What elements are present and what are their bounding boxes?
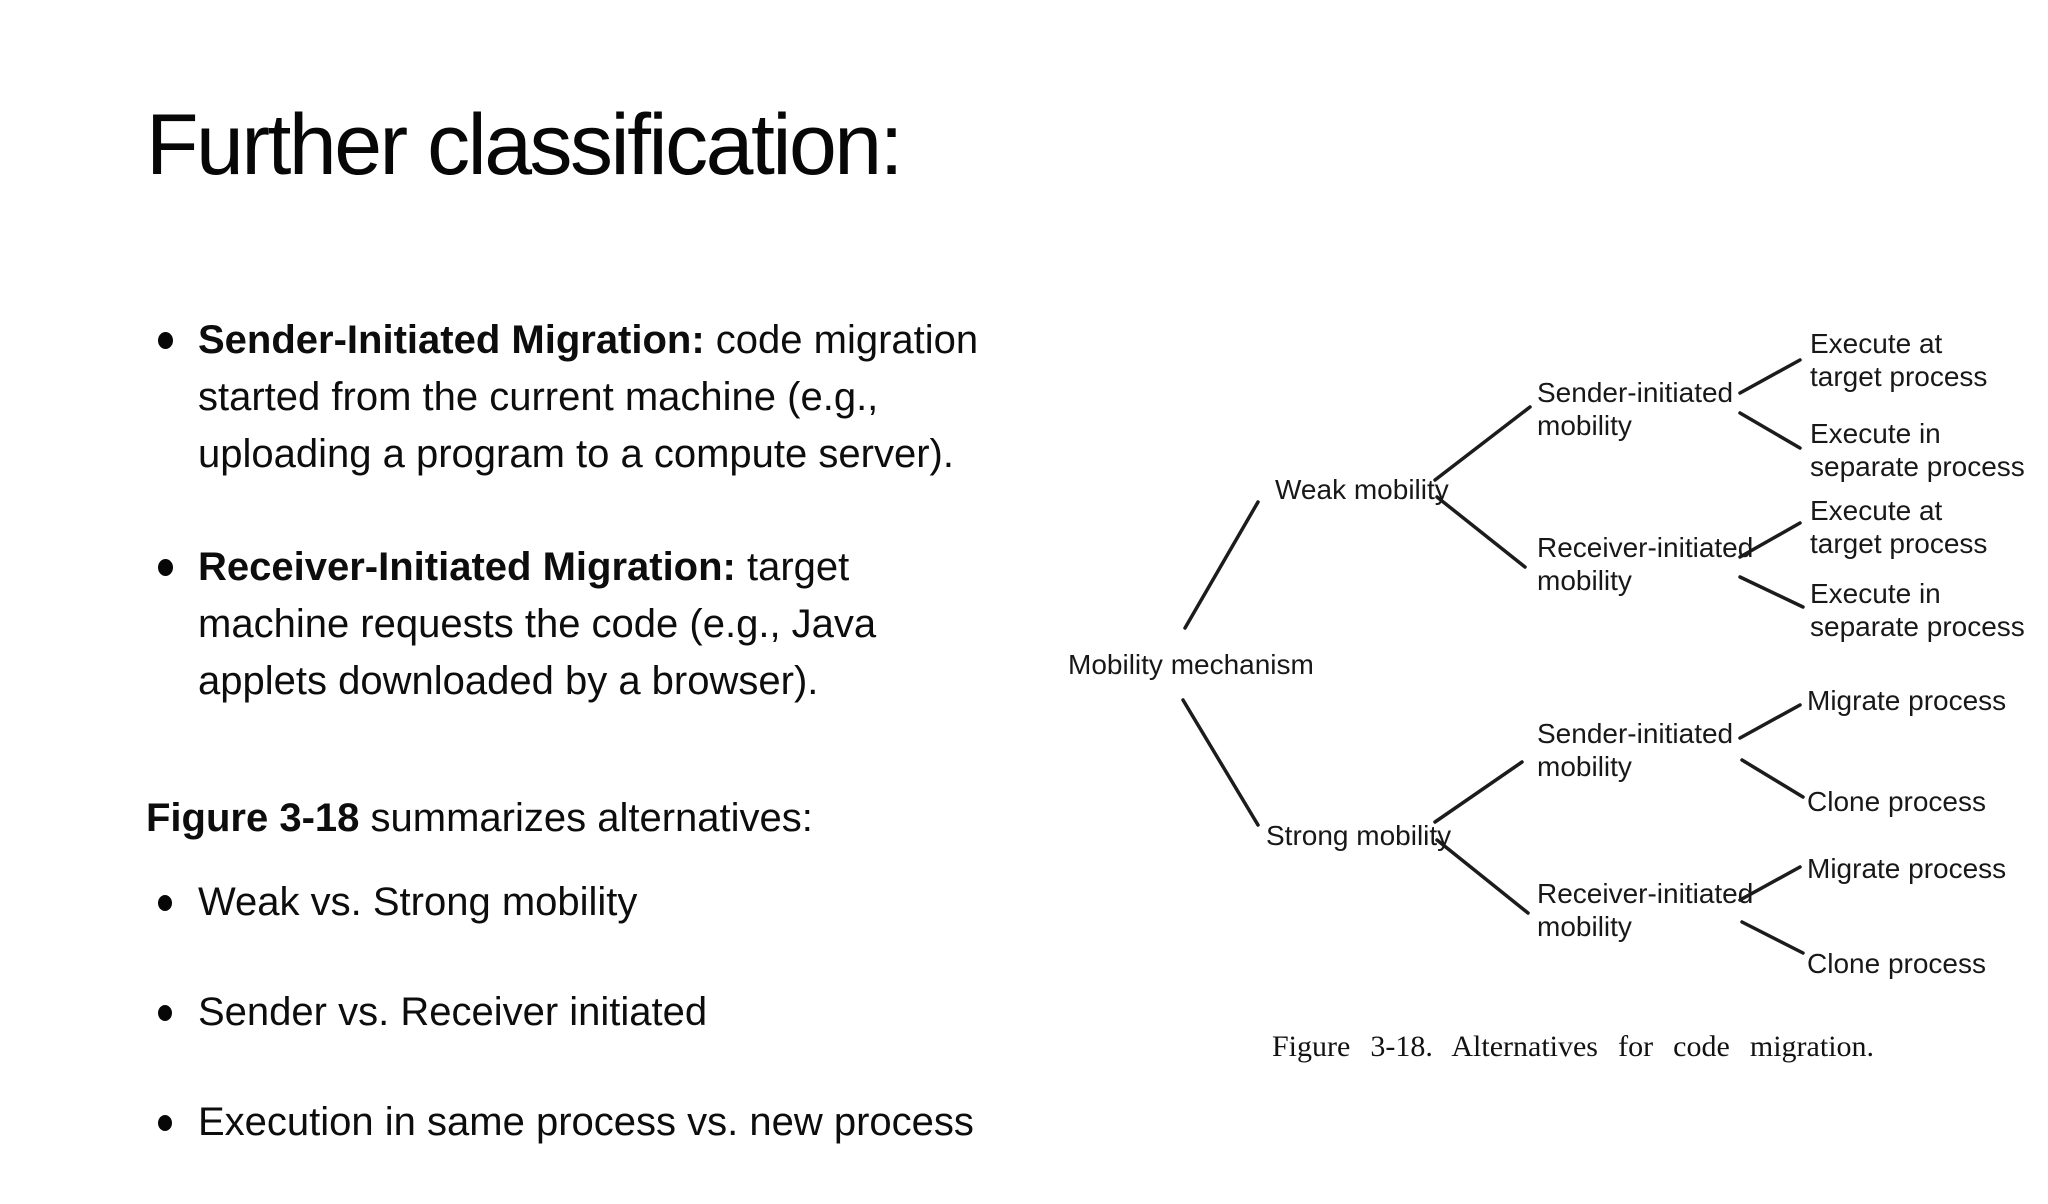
tree-leaf-clone-process-2: Clone process [1807,948,1986,979]
bullet-dot-icon [158,332,173,349]
bullet-text: Sender vs. Receiver initiated [198,990,708,1034]
main-bullet-list: Sender-Initiated Migration: code migrati… [146,312,1146,766]
figure-caption: Figure 3-18. Alternatives for code migra… [1272,1030,1875,1063]
bullet-text: Sender-Initiated Migration: code migrati… [198,318,978,476]
list-item: Receiver-Initiated Migration: target mac… [146,539,1146,710]
tree-edge [1183,500,1260,630]
tree-edge [1738,411,1802,450]
bullet-text: Execution in same process vs. new proces… [198,1100,974,1144]
figure-ref-bold: Figure 3-18 [146,796,360,840]
tree-edge [1181,698,1260,827]
tree-node-weak-sender-initiated: Sender-initiated mobility [1537,377,1734,441]
tree-node-strong-mobility: Strong mobility [1266,820,1452,851]
tree-edge [1740,758,1805,799]
tree-leaf-execute-in-separate-1: Execute in separate process [1810,418,2025,482]
list-item: Weak vs. Strong mobility [146,874,1146,931]
tree-edge [1738,703,1802,740]
tree-leaf-execute-at-target-1: Execute at target process [1810,328,1988,392]
bullet-rest: code migration started from the current … [198,318,979,476]
tree-edge [1738,575,1805,609]
tree-leaf-clone-process-1: Clone process [1807,786,1986,817]
bullet-dot-icon [158,559,173,576]
tree-edge [1435,495,1527,569]
tree-leaf-migrate-process-2: Migrate process [1807,853,2007,884]
list-item: Sender vs. Receiver initiated [146,984,1146,1041]
list-item: Sender-Initiated Migration: code migrati… [146,312,1146,483]
tree-node-strong-sender-initiated: Sender-initiated mobility [1537,718,1734,782]
list-item: Execution in same process vs. new proces… [146,1094,1146,1151]
presentation-slide: Further classification: Sender-Initiated… [146,97,2025,1144]
bullet-lead-bold: Sender-Initiated Migration: [198,318,705,362]
bullet-text: Weak vs. Strong mobility [198,880,638,924]
summary-bullet-list: Weak vs. Strong mobility Sender vs. Rece… [146,874,1146,1204]
page-title: Further classification: [146,97,904,193]
bullet-text: Receiver-Initiated Migration: target mac… [198,545,876,703]
tree-leaf-execute-at-target-2: Execute at target process [1810,495,1988,559]
tree-edge [1433,760,1524,824]
bullet-dot-icon [158,1115,172,1131]
bullet-rest: target machine requests the code (e.g., … [198,545,877,703]
tree-leaf-execute-in-separate-2: Execute in separate process [1810,578,2025,642]
tree-leaf-migrate-process-1: Migrate process [1807,685,2007,716]
tree-edge [1740,920,1805,955]
figure-intro-rest: summarizes alternatives: [359,796,813,840]
tree-edge [1738,358,1802,395]
bullet-dot-icon [158,1005,172,1021]
figure-intro-line: Figure 3-18 summarizes alternatives: [146,790,1146,847]
tree-node-strong-receiver-initiated: Receiver-initiated mobility [1537,878,1754,942]
tree-edge [1435,838,1530,915]
tree-root-label: Mobility mechanism [1068,649,1314,680]
tree-edges-svg [1181,358,1805,955]
bullet-dot-icon [158,895,172,911]
tree-node-weak-receiver-initiated: Receiver-initiated mobility [1537,532,1754,596]
tree-edge [1738,521,1802,559]
bullet-lead-bold: Receiver-Initiated Migration: [198,545,736,589]
tree-edge [1738,865,1802,902]
tree-node-weak-mobility: Weak mobility [1275,474,1449,505]
tree-edge [1433,405,1532,482]
